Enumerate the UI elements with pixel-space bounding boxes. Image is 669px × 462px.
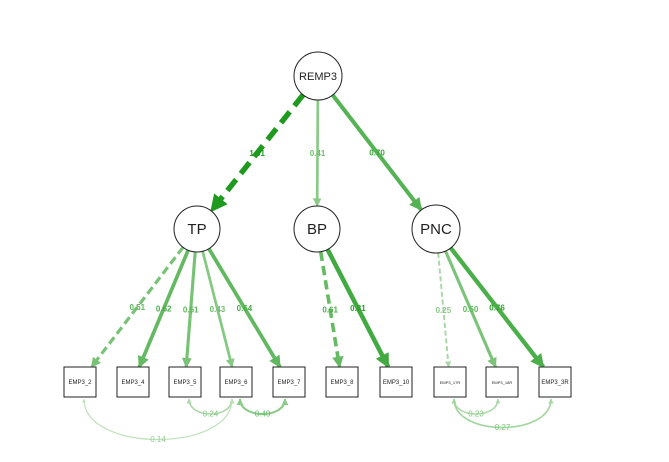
observed-label: EMP3_7 [277, 380, 301, 386]
path-label: 0.70 [369, 149, 385, 158]
path-tp-to-emp3_4 [137, 249, 190, 369]
latent-circle [293, 51, 343, 101]
observed-label: EMP3_17R [440, 380, 461, 385]
covariance-label: 0.23 [468, 410, 484, 419]
covariance-emp3_17r-emp3_3r [451, 398, 554, 429]
observed-node-emp3_5: EMP3_5 [168, 366, 202, 398]
observed-box [379, 366, 413, 398]
observed-label: EMP3_8 [330, 380, 354, 386]
path-tp-to-emp3_6 [201, 250, 235, 368]
latent-label: REMP3 [299, 71, 337, 83]
latent-node-tp: TP [173, 205, 221, 253]
path-label: 0.51 [183, 305, 199, 314]
observed-label: EMP3_2 [68, 380, 92, 386]
path-pnc-to-emp3_17r [437, 252, 452, 368]
latent-circle [411, 204, 461, 254]
latent-circle [293, 205, 341, 253]
observed-node-emp3_4: EMP3_4 [116, 366, 150, 398]
label-layer: 1.01 0.41 0.70 0.51 0.62 0.51 0.43 0.64 0.61 0.81… [129, 149, 510, 445]
path-pnc-to-emp3_3r [449, 246, 546, 369]
path-label: 0.51 [129, 303, 145, 312]
path-layer [90, 93, 546, 369]
observed-label: EMP3_4 [121, 380, 145, 386]
observed-node-emp3_18r: EMP3_18R [485, 366, 519, 398]
path-bp-to-emp3_10 [325, 248, 391, 369]
path-label: 1.01 [249, 149, 265, 158]
path-pnc-to-emp3_18r [444, 250, 497, 368]
path-label: 0.25 [436, 306, 452, 315]
path-bp-to-emp3_8 [318, 251, 344, 369]
covariance-label: 0.24 [203, 410, 219, 419]
path-label: 0.81 [350, 304, 366, 313]
path-label: 0.62 [156, 305, 172, 314]
observed-label: EMP3_10 [383, 380, 410, 386]
path-label: 0.76 [489, 303, 505, 312]
path-label: 0.61 [322, 305, 338, 314]
path-label: 0.41 [310, 149, 326, 158]
observed-label: EMP3_5 [173, 380, 197, 386]
observed-box [538, 366, 572, 398]
observed-box [272, 366, 306, 398]
path-remp3-to-pnc [331, 93, 423, 212]
path-label: 0.64 [237, 304, 253, 313]
observed-box [433, 366, 467, 398]
observed-node-emp3_17r: EMP3_17R [433, 366, 467, 398]
observed-node-emp3_3r: EMP3_3R [538, 366, 572, 398]
observed-box [63, 366, 97, 398]
observed-node-emp3_7: EMP3_7 [272, 366, 306, 398]
path-label: 0.50 [463, 305, 479, 314]
latent-node-pnc: PNC [411, 204, 461, 254]
covariance-label: 0.14 [150, 435, 166, 444]
observed-node-emp3_10: EMP3_10 [379, 366, 413, 398]
observed-box [485, 366, 519, 398]
observed-label: EMP3_18R [492, 380, 513, 385]
observed-box [325, 366, 359, 398]
observed-box [116, 366, 150, 398]
latent-label: TP [187, 221, 206, 238]
path-remp3-to-bp [312, 99, 322, 207]
observed-label: EMP3_3R [541, 380, 569, 386]
observed-box [219, 366, 253, 398]
covariance-emp3_6-emp3_7 [236, 398, 289, 416]
path-remp3-to-tp [209, 93, 306, 213]
covariance-emp3_5-emp3_6 [186, 398, 235, 415]
observed-node-emp3_6: EMP3_6 [219, 366, 253, 398]
observed-node-emp3_2: EMP3_2 [63, 366, 97, 398]
path-tp-to-emp3_7 [207, 247, 282, 369]
observed-node-emp3_8: EMP3_8 [325, 366, 359, 398]
path-tp-to-emp3_5 [181, 251, 197, 369]
path-label: 0.43 [210, 305, 226, 314]
observed-label: EMP3_6 [224, 380, 248, 386]
covariance-label: 0.40 [255, 410, 271, 419]
latent-node-remp3: REMP3 [293, 51, 343, 101]
covariance-emp3_2-emp3_6 [82, 398, 234, 441]
covariance-label: 0.27 [495, 423, 511, 432]
latent-circle [173, 205, 221, 253]
covariance-layer [82, 398, 554, 441]
latent-node-bp: BP [293, 205, 341, 253]
latent-label: BP [307, 221, 327, 238]
latent-label: PNC [420, 221, 452, 238]
observed-box [168, 366, 202, 398]
